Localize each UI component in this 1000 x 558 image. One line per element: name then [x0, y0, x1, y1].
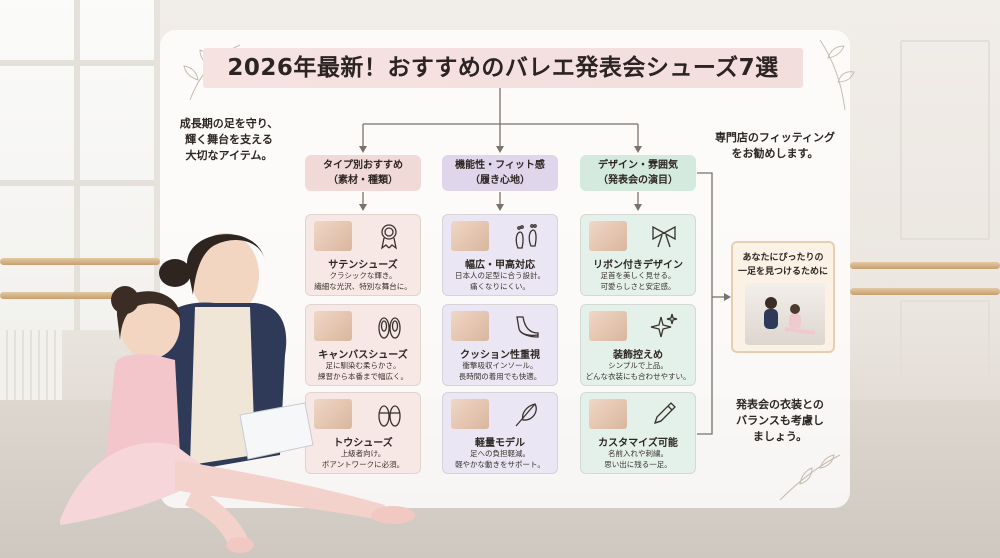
fitting-photo [745, 283, 825, 345]
column-header-type: タイプ別おすすめ（素材・種類） [305, 155, 421, 191]
foot-photo [451, 221, 489, 251]
mother-and-daughter-photo [60, 233, 415, 553]
medal-icon [381, 224, 397, 250]
item-wide-fit: 幅広・甲高対応 日本人の足型に合う設計。痛くなりにくい。 [442, 214, 558, 296]
item-pointe-shoes: トウシューズ 上級者向け。ポアントワークに必須。 [305, 392, 421, 474]
insole-icon [516, 316, 539, 338]
pointe-shoes-icon [378, 405, 401, 427]
ballet-barre [0, 258, 160, 265]
item-minimal-decoration: 装飾控えめ シンプルで上品。どんな衣装にも合わせやすい。 [580, 304, 696, 386]
feather-icon [515, 403, 537, 427]
left-note: 成長期の足を守り、輝く舞台を支える大切なアイテム。 [179, 117, 279, 162]
fitting-box: あなたにぴったりの一足を見つけるために [731, 241, 835, 353]
wall-panel [900, 300, 990, 390]
sparkle-icon [650, 313, 678, 338]
shoe-photo [314, 311, 352, 341]
shoe-photo [314, 399, 352, 429]
wall-panel [900, 40, 990, 240]
item-customizable: カスタマイズ可能 名前入れや刺繍。思い出に残る一足。 [580, 392, 696, 474]
item-satin-shoes: サテンシューズ クラシックな輝き。繊細な光沢、特別な舞台に。 [305, 214, 421, 296]
item-canvas-shoes: キャンバスシューズ 足に馴染む柔らかさ。練習から本番まで幅広く。 [305, 304, 421, 386]
page-title: 2026年最新！おすすめのバレエ発表会シューズ7選 [203, 48, 803, 88]
ballet-shoes-icon [378, 317, 401, 339]
shoe-photo [589, 311, 627, 341]
item-lightweight: 軽量モデル 足への負担軽減。軽やかな動きをサポート。 [442, 392, 558, 474]
shoe-photo [451, 399, 489, 429]
footprints-icon [515, 224, 537, 249]
ballet-barre [850, 288, 1000, 295]
studio-window [0, 0, 160, 330]
shoe-photo [589, 221, 627, 251]
shoe-photo [314, 221, 352, 251]
right-note-costume: 発表会の衣装とのバランスも考慮しましょう。 [736, 398, 824, 443]
right-note-fitting: 専門店のフィッティングをお勧めします。 [714, 131, 836, 160]
shoe-photo [589, 399, 627, 429]
ballet-barre [0, 292, 160, 299]
ballet-barre [850, 262, 1000, 269]
shoe-photo [451, 311, 489, 341]
item-cushion: クッション性重視 衝撃吸収インソール。長時間の着用でも快適。 [442, 304, 558, 386]
bow-icon [652, 225, 676, 248]
item-ribbon-design: リボン付きデザイン 足首を美しく見せる。可愛らしさと安定感。 [580, 214, 696, 296]
column-header-design: デザイン・雰囲気（発表会の演目） [580, 155, 696, 191]
pencil-icon [653, 402, 676, 425]
column-header-function: 機能性・フィット感（履き心地） [442, 155, 558, 191]
